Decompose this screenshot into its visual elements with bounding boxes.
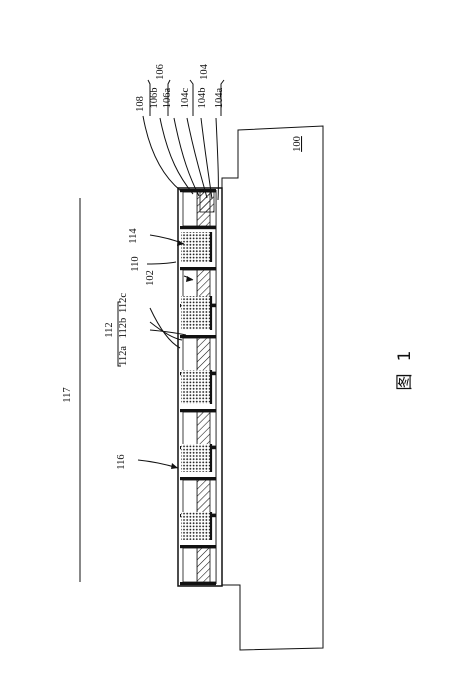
- gate-hatch: [196, 411, 212, 447]
- spacer-top: [180, 189, 216, 193]
- label-112c: 112c: [118, 293, 129, 313]
- gate-hatch: [196, 337, 212, 373]
- dielectric-fill: [181, 296, 211, 330]
- dielectric-fill: [181, 370, 211, 404]
- gate-cap: [182, 411, 198, 447]
- label-110: 110: [130, 256, 141, 271]
- spacer-top: [180, 545, 216, 549]
- gate-hatch: [196, 479, 212, 515]
- spacer-bottom: [180, 226, 216, 230]
- label-100: 100: [292, 136, 303, 152]
- cells-group: [180, 189, 217, 586]
- label-108: 108: [135, 96, 146, 112]
- label-116: 116: [116, 454, 127, 469]
- gate-cap: [182, 547, 198, 583]
- spacer-bottom: [180, 582, 216, 586]
- bracket-112: [117, 301, 121, 367]
- top-callouts: [142, 79, 225, 201]
- gate-oxide: [209, 547, 217, 583]
- dielectric-fill: [181, 232, 211, 262]
- left-callouts: [137, 234, 194, 469]
- label-104c: 104c: [180, 87, 191, 108]
- label-112: 112: [104, 322, 115, 337]
- gate-oxide: [209, 479, 217, 515]
- figure-caption-glyph: 图: [395, 374, 415, 391]
- gate-cap: [182, 191, 198, 227]
- dielectric-fill: [181, 512, 211, 540]
- gate-hatch: [196, 547, 212, 583]
- gate-cap: [182, 337, 198, 373]
- label-117: 117: [62, 387, 73, 402]
- label-114: 114: [128, 228, 139, 244]
- dielectric-fill: [181, 444, 211, 472]
- spacer-top: [180, 335, 216, 339]
- label-106a: 106a: [162, 87, 173, 108]
- label-112b: 112b: [118, 318, 129, 339]
- gate-oxide: [209, 337, 217, 373]
- edge-hatch: [199, 191, 215, 213]
- label-104b: 104b: [197, 88, 208, 109]
- spacer-top: [180, 477, 216, 481]
- label-104a: 104a: [214, 87, 225, 108]
- gate-cap: [182, 479, 198, 515]
- label-102: 102: [145, 270, 156, 286]
- label-112a: 112a: [118, 346, 129, 366]
- spacer-top: [180, 267, 216, 271]
- label-104: 104: [199, 63, 210, 80]
- figure-caption-number: 1: [395, 351, 415, 362]
- label-106: 106: [155, 64, 166, 80]
- label-106b: 106b: [149, 88, 160, 109]
- substrate-100: [221, 125, 324, 651]
- gate-oxide: [209, 411, 217, 447]
- spacer-top: [180, 409, 216, 413]
